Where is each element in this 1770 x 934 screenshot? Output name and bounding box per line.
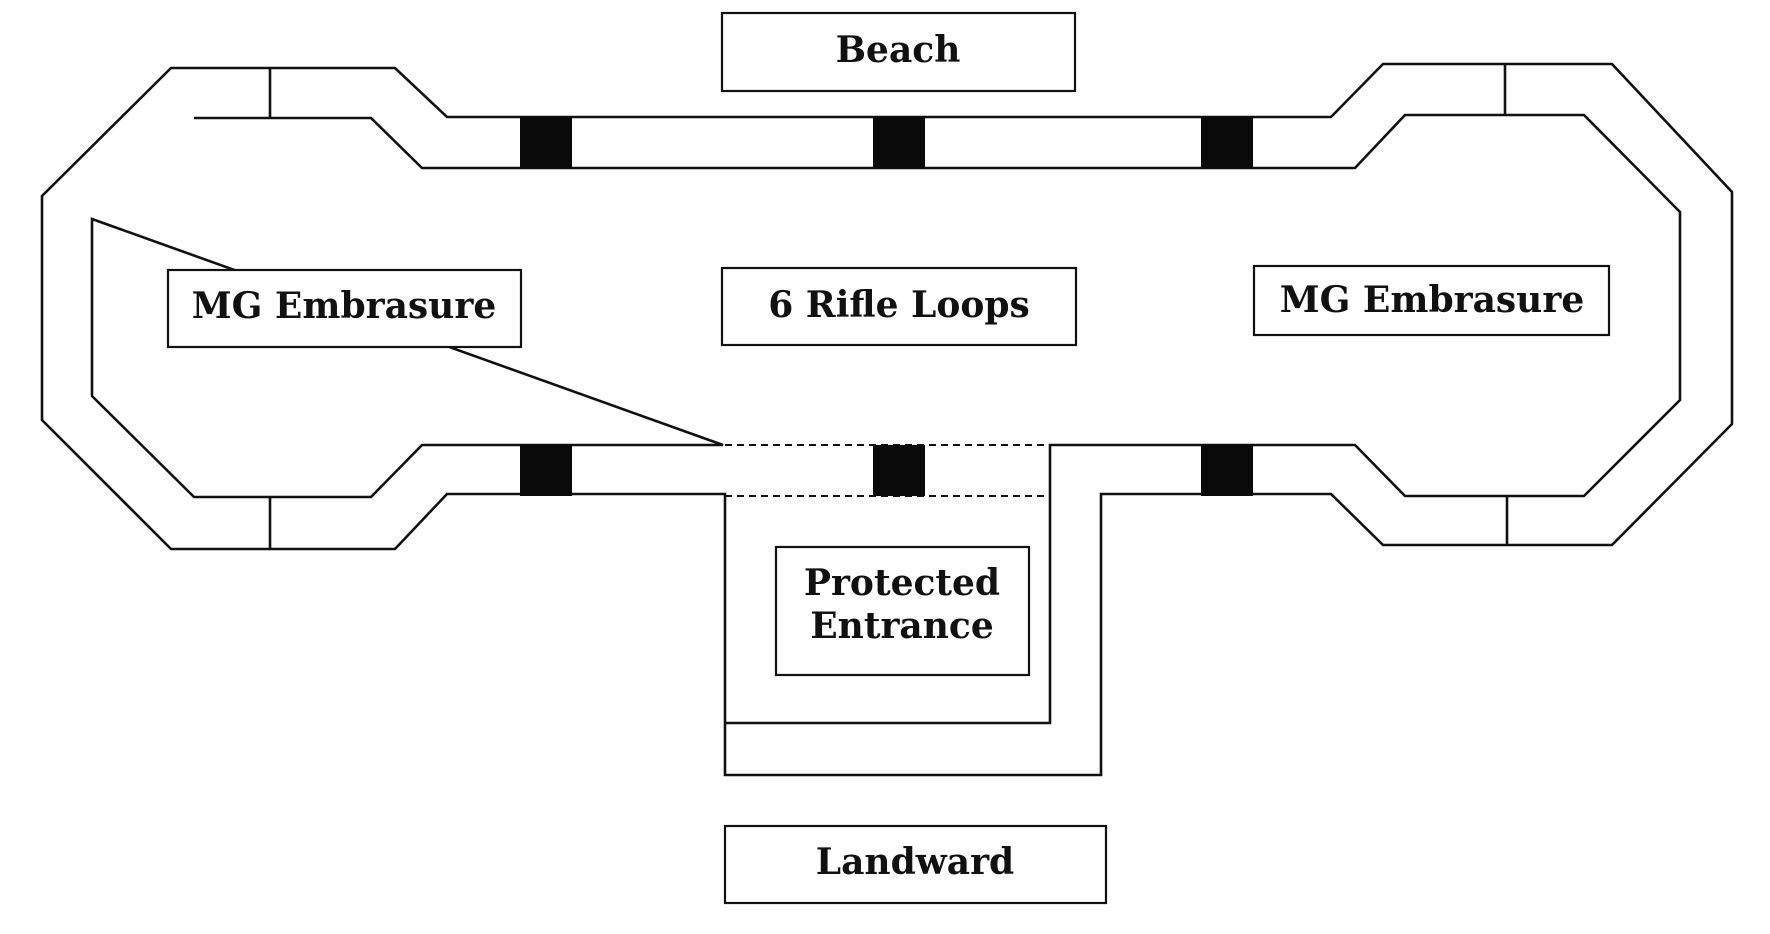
rifle-loop-bottom-1 [520, 445, 572, 496]
beach-label-text: Beach [836, 29, 961, 71]
rifle-loops-label: 6 Rifle Loops [720, 266, 1078, 347]
rifle-loop-top-2 [873, 117, 925, 168]
protected-entrance-label: Protected Entrance [774, 545, 1031, 677]
mg-embrasure-right-text: MG Embrasure [1280, 279, 1584, 321]
rifle-loop-top-3 [1201, 117, 1253, 168]
landward-label: Landward [723, 824, 1108, 905]
mg-embrasure-right-label: MG Embrasure [1252, 264, 1611, 337]
protected-entrance-text-line1: Protected [804, 562, 1000, 604]
protected-entrance-text-line2: Entrance [810, 605, 994, 647]
rifle-loop-top-1 [520, 117, 572, 168]
rifle-loops-text: 6 Rifle Loops [768, 284, 1030, 326]
mg-embrasure-left-label: MG Embrasure [166, 268, 523, 349]
rifle-loop-bottom-3 [1201, 445, 1253, 496]
inner-wall-outline [90, 113, 1682, 725]
landward-label-text: Landward [816, 841, 1014, 883]
rifle-loop-bottom-2 [873, 445, 925, 496]
outer-wall-outline [40, 62, 1734, 777]
beach-label: Beach [720, 11, 1077, 93]
mg-embrasure-left-text: MG Embrasure [192, 285, 496, 327]
